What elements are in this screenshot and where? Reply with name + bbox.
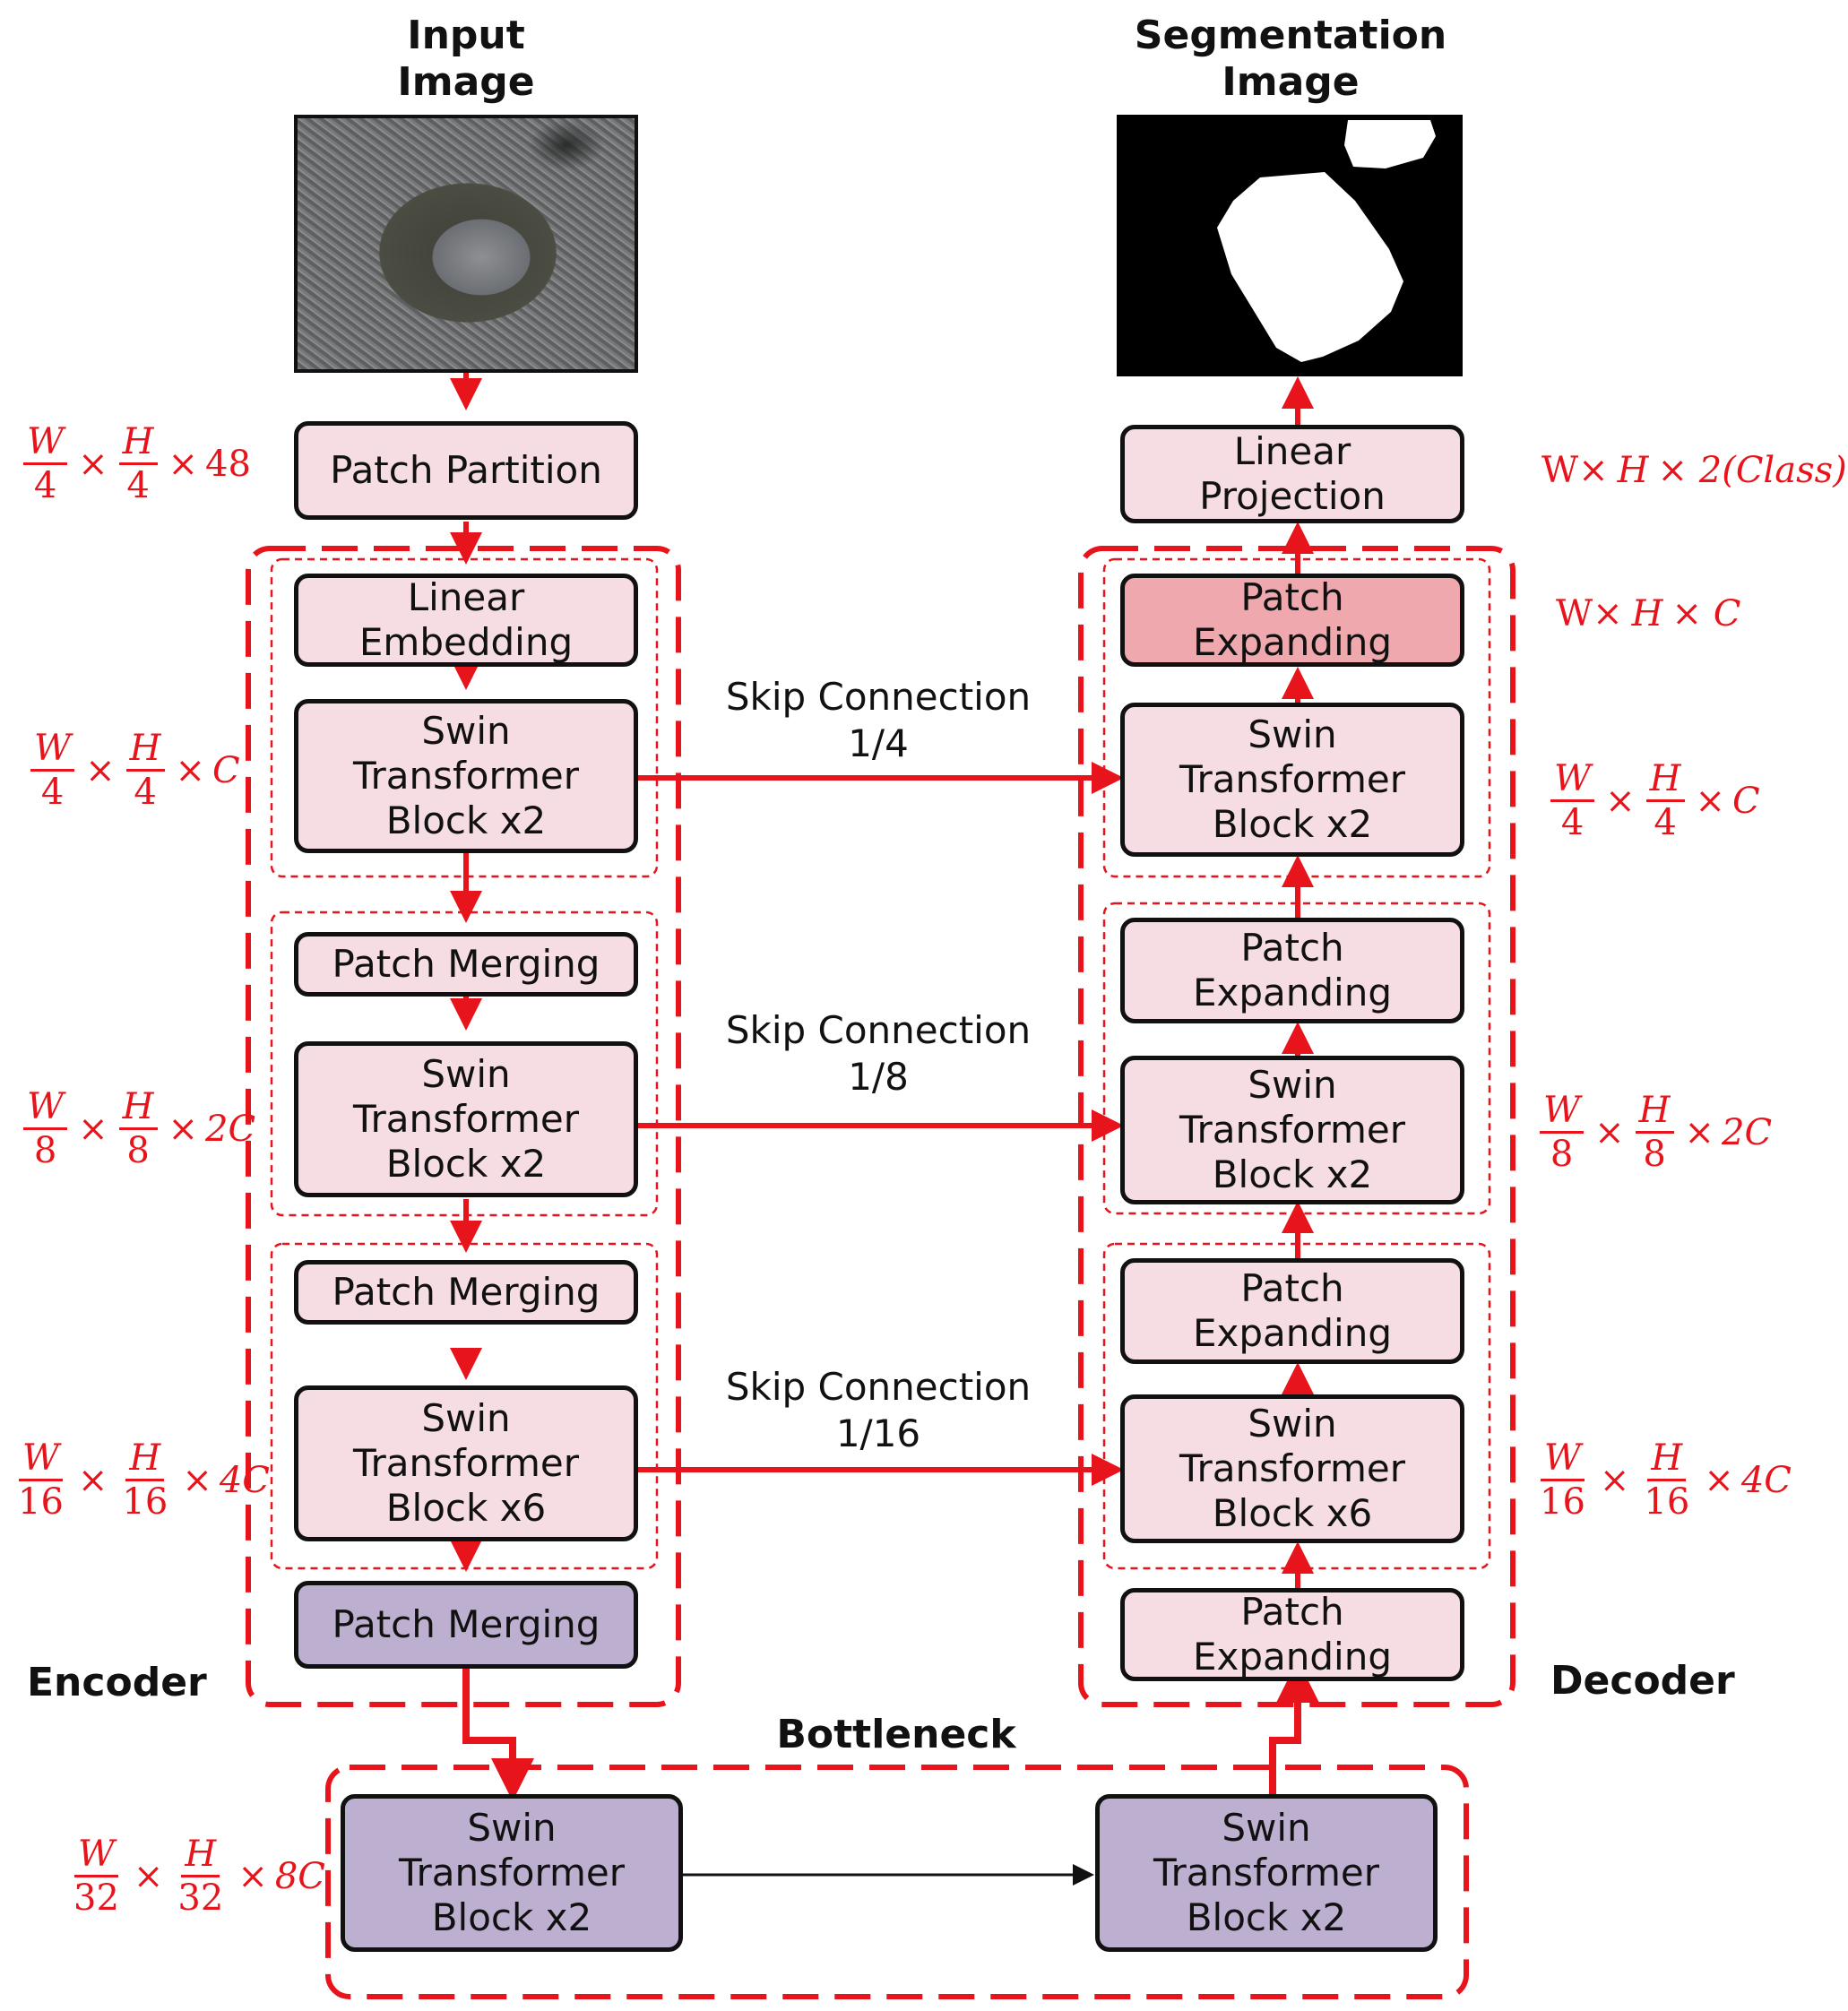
input-image <box>294 115 638 373</box>
linear-projection-box: Linear Projection <box>1120 425 1464 523</box>
dim-label-projection: W×H× 2(Class) <box>1541 450 1847 491</box>
decoder-swin-block-2: Swin Transformer Block x2 <box>1120 1056 1464 1204</box>
patch-merging-box-3: Patch Merging <box>294 1581 638 1669</box>
patch-merging-box-1: Patch Merging <box>294 932 638 997</box>
decoder-title: Decoder <box>1550 1658 1735 1704</box>
linear-embedding-box: Linear Embedding <box>294 574 638 667</box>
decoder-patch-expanding-3: Patch Expanding <box>1120 1258 1464 1364</box>
skip-connection-label-2: Skip Connection 1/8 <box>725 1008 1032 1099</box>
segmentation-image-title: Segmentation Image <box>1134 13 1447 105</box>
encoder-title: Encoder <box>27 1660 207 1705</box>
patch-partition-box: Patch Partition <box>294 421 638 520</box>
bottleneck-title: Bottleneck <box>776 1712 1016 1757</box>
encoder-swin-block-2: Swin Transformer Block x2 <box>294 1041 638 1197</box>
patch-merging-box-2: Patch Merging <box>294 1260 638 1325</box>
decoder-patch-expanding-bottom: Patch Expanding <box>1120 1588 1464 1681</box>
decoder-patch-expanding-2: Patch Expanding <box>1120 918 1464 1023</box>
arrow-encoder-to-bottleneck <box>462 1669 534 1801</box>
decoder-patch-expanding-top: Patch Expanding <box>1120 574 1464 667</box>
bottleneck-swin-block-left: Swin Transformer Block x2 <box>341 1794 683 1952</box>
input-image-title: Input Image <box>397 13 535 105</box>
bottleneck-swin-block-right: Swin Transformer Block x2 <box>1095 1794 1438 1952</box>
segmentation-mask <box>1217 120 1436 362</box>
decoder-swin-block-1: Swin Transformer Block x2 <box>1120 703 1464 857</box>
bottleneck-frame <box>325 1765 1469 1999</box>
encoder-swin-block-1: Swin Transformer Block x2 <box>294 699 638 853</box>
arrow-bottleneck-to-decoder <box>1269 1660 1319 1801</box>
decoder-swin-block-3: Swin Transformer Block x6 <box>1120 1394 1464 1543</box>
skip-connection-label-1: Skip Connection 1/4 <box>725 675 1032 765</box>
dim-label-expanding-top: W×H× C <box>1556 593 1741 634</box>
skip-connection-label-3: Skip Connection 1/16 <box>725 1365 1032 1455</box>
segmentation-image <box>1117 115 1463 376</box>
encoder-swin-block-3: Swin Transformer Block x6 <box>294 1385 638 1541</box>
